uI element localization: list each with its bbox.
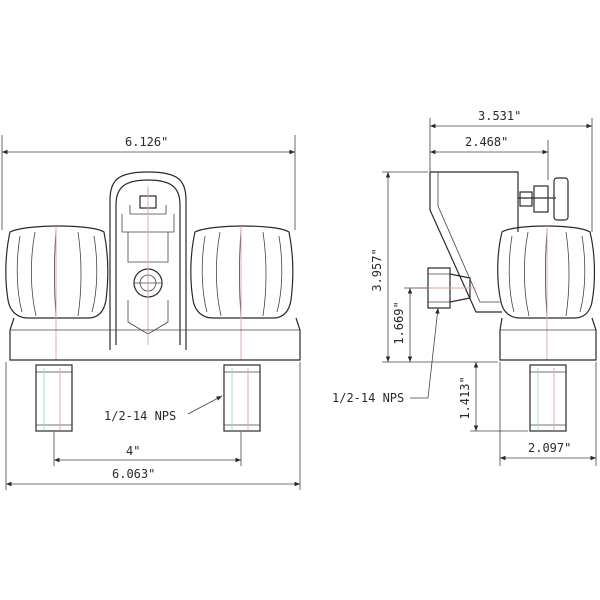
dim-shank-length: 1.413" [458,376,472,419]
side-shank [529,364,567,432]
dim-shank-offset: 2.097" [528,441,571,455]
dim-handle-spacing: 4" [126,444,140,458]
dim-overall-height: 3.957" [370,248,384,291]
side-body [429,171,519,313]
side-view: 3.531" 2.468" [332,109,597,466]
right-shank [223,364,261,432]
dim-overall-depth: 3.531" [478,109,521,123]
dim-base-width: 6.063" [112,467,155,481]
left-handle [5,225,109,360]
dim-overall-top-width: 6.126" [125,135,168,149]
front-base-plate [9,317,301,361]
dim-outlet-height: 1.669" [392,301,406,344]
leader-side-thread [410,307,440,399]
dim-spout-depth: 2.468" [465,135,508,149]
front-view: 6.126" [1,135,301,490]
side-base-plate [499,317,597,361]
right-handle [190,225,294,360]
diverter-knob [518,177,569,221]
left-shank [35,364,73,432]
spout-body [109,171,187,350]
dim-inlet-thread: 1/2-14 NPS [104,409,176,423]
leader-front-thread [187,395,223,415]
dim-outlet-thread: 1/2-14 NPS [332,391,404,405]
side-handle [497,225,596,360]
